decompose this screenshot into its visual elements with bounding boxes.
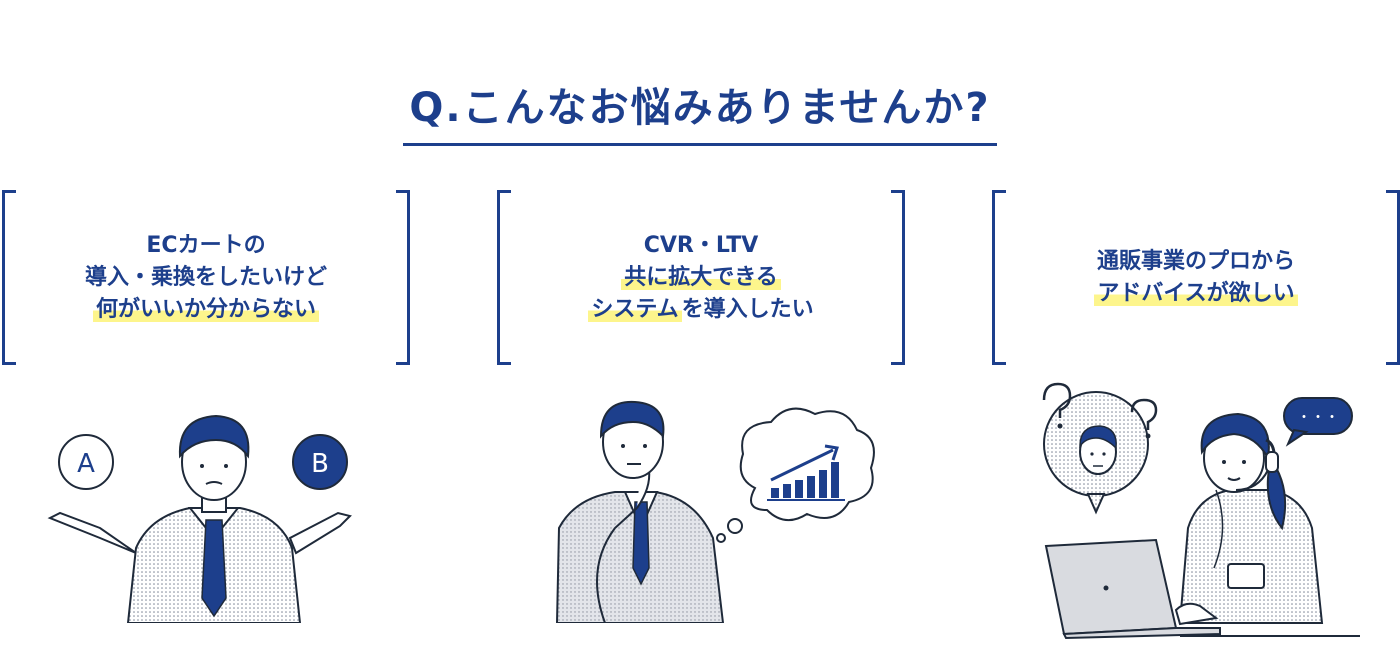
header: Q.こんなお悩みありませんか? [0, 58, 1400, 173]
concern-card-2: CVR・LTV 共に拡大できるシステムを導入したい [497, 190, 905, 365]
concern-line: CVR・LTV [497, 230, 905, 262]
svg-text:・・・: ・・・ [1297, 410, 1339, 426]
page-title: Q.こんなお悩みありませんか? [403, 85, 997, 146]
choice-a-icon: A [58, 434, 114, 490]
bracket-left [992, 190, 1006, 365]
concern-line: 何がいいか分からない [2, 294, 410, 326]
thought-bubble-icon [739, 407, 875, 521]
concern-line: 通販事業のプロから [992, 246, 1400, 278]
thinking-man-illustration [555, 400, 875, 623]
bracket-right [1386, 190, 1400, 365]
concern-text-part: 導入・乗換をしたいけど [84, 264, 327, 290]
support-woman-illustration: ・・・ [1042, 382, 1360, 640]
bracket-left [2, 190, 16, 365]
concern-line: 共に拡大できる [497, 262, 905, 294]
question-person-bubble-icon [1042, 382, 1158, 515]
concern-text-part: 通販事業のプロから [1096, 248, 1295, 274]
bracket-left [497, 190, 511, 365]
headset-icon [1265, 451, 1279, 473]
concern-text-part: を導入したい [681, 296, 814, 322]
highlighted-text: 何がいいか分からない [92, 296, 319, 322]
confused-man-illustration: A B [47, 414, 352, 623]
svg-text:A: A [77, 449, 95, 479]
concern-line: ECカートの [2, 230, 410, 262]
bracket-right [396, 190, 410, 365]
speech-bubble-icon: ・・・ [1283, 397, 1353, 447]
svg-text:B: B [311, 449, 329, 479]
highlighted-text: 共に拡大できる [621, 264, 781, 290]
rising-bar-chart-icon [767, 444, 845, 501]
concern-card-3: 通販事業のプロからアドバイスが欲しい [992, 190, 1400, 365]
concern-text-part: CVR・LTV [643, 232, 759, 258]
concern-line: アドバイスが欲しい [992, 278, 1400, 310]
bracket-right [891, 190, 905, 365]
concern-text: 通販事業のプロからアドバイスが欲しい [992, 246, 1400, 310]
laptop-icon [1044, 538, 1221, 640]
highlighted-text: アドバイスが欲しい [1094, 280, 1298, 306]
concern-line: 導入・乗換をしたいけど [2, 262, 410, 294]
concern-text: ECカートの導入・乗換をしたいけど何がいいか分からない [2, 230, 410, 326]
concern-line: システムを導入したい [497, 294, 905, 326]
concern-text: CVR・LTV 共に拡大できるシステムを導入したい [497, 230, 905, 326]
choice-b-icon: B [292, 434, 348, 490]
highlighted-text: システム [588, 296, 682, 322]
concern-card-1: ECカートの導入・乗換をしたいけど何がいいか分からない [2, 190, 410, 365]
concern-text-part: ECカートの [146, 232, 266, 258]
